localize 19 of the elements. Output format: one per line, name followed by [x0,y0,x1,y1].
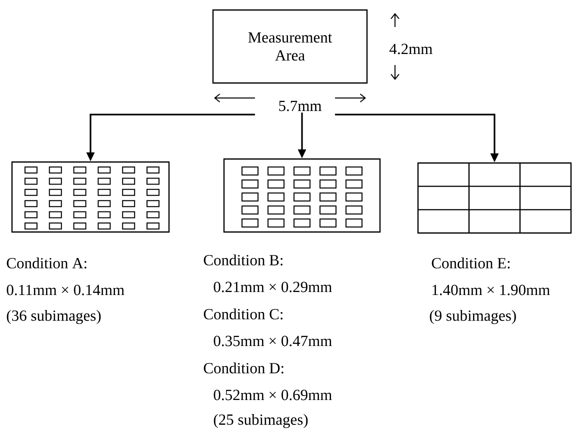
condition-text: Condition E: [432,258,510,268]
area-box: Measurement Area [212,9,368,84]
subimage-grid-drawing [417,162,572,234]
subimage-grid-drawing [223,158,381,233]
condition-text: 1.40mm × 1.90mm [432,284,550,296]
condition-text: Condition A: [6,258,86,268]
condition-text: (9 subimages) [430,310,516,324]
condition-text: Condition C: [204,308,282,320]
condition-text: (36 subimages) [6,310,101,324]
condition-text: Condition D: [204,362,284,374]
dimension-label: 5.7mm [279,100,322,112]
condition-text: 0.11mm × 0.14mm [6,284,124,296]
dimension-label: 4.2mm [390,44,432,54]
condition-text: 0.21mm × 0.29mm [214,282,332,292]
subimage-grid-drawing [11,161,170,233]
condition-text: (25 subimages) [214,414,308,428]
condition-text: 0.35mm × 0.47mm [214,336,332,346]
condition-text: 0.52mm × 0.69mm [214,390,332,400]
condition-text: Condition B: [204,254,282,266]
